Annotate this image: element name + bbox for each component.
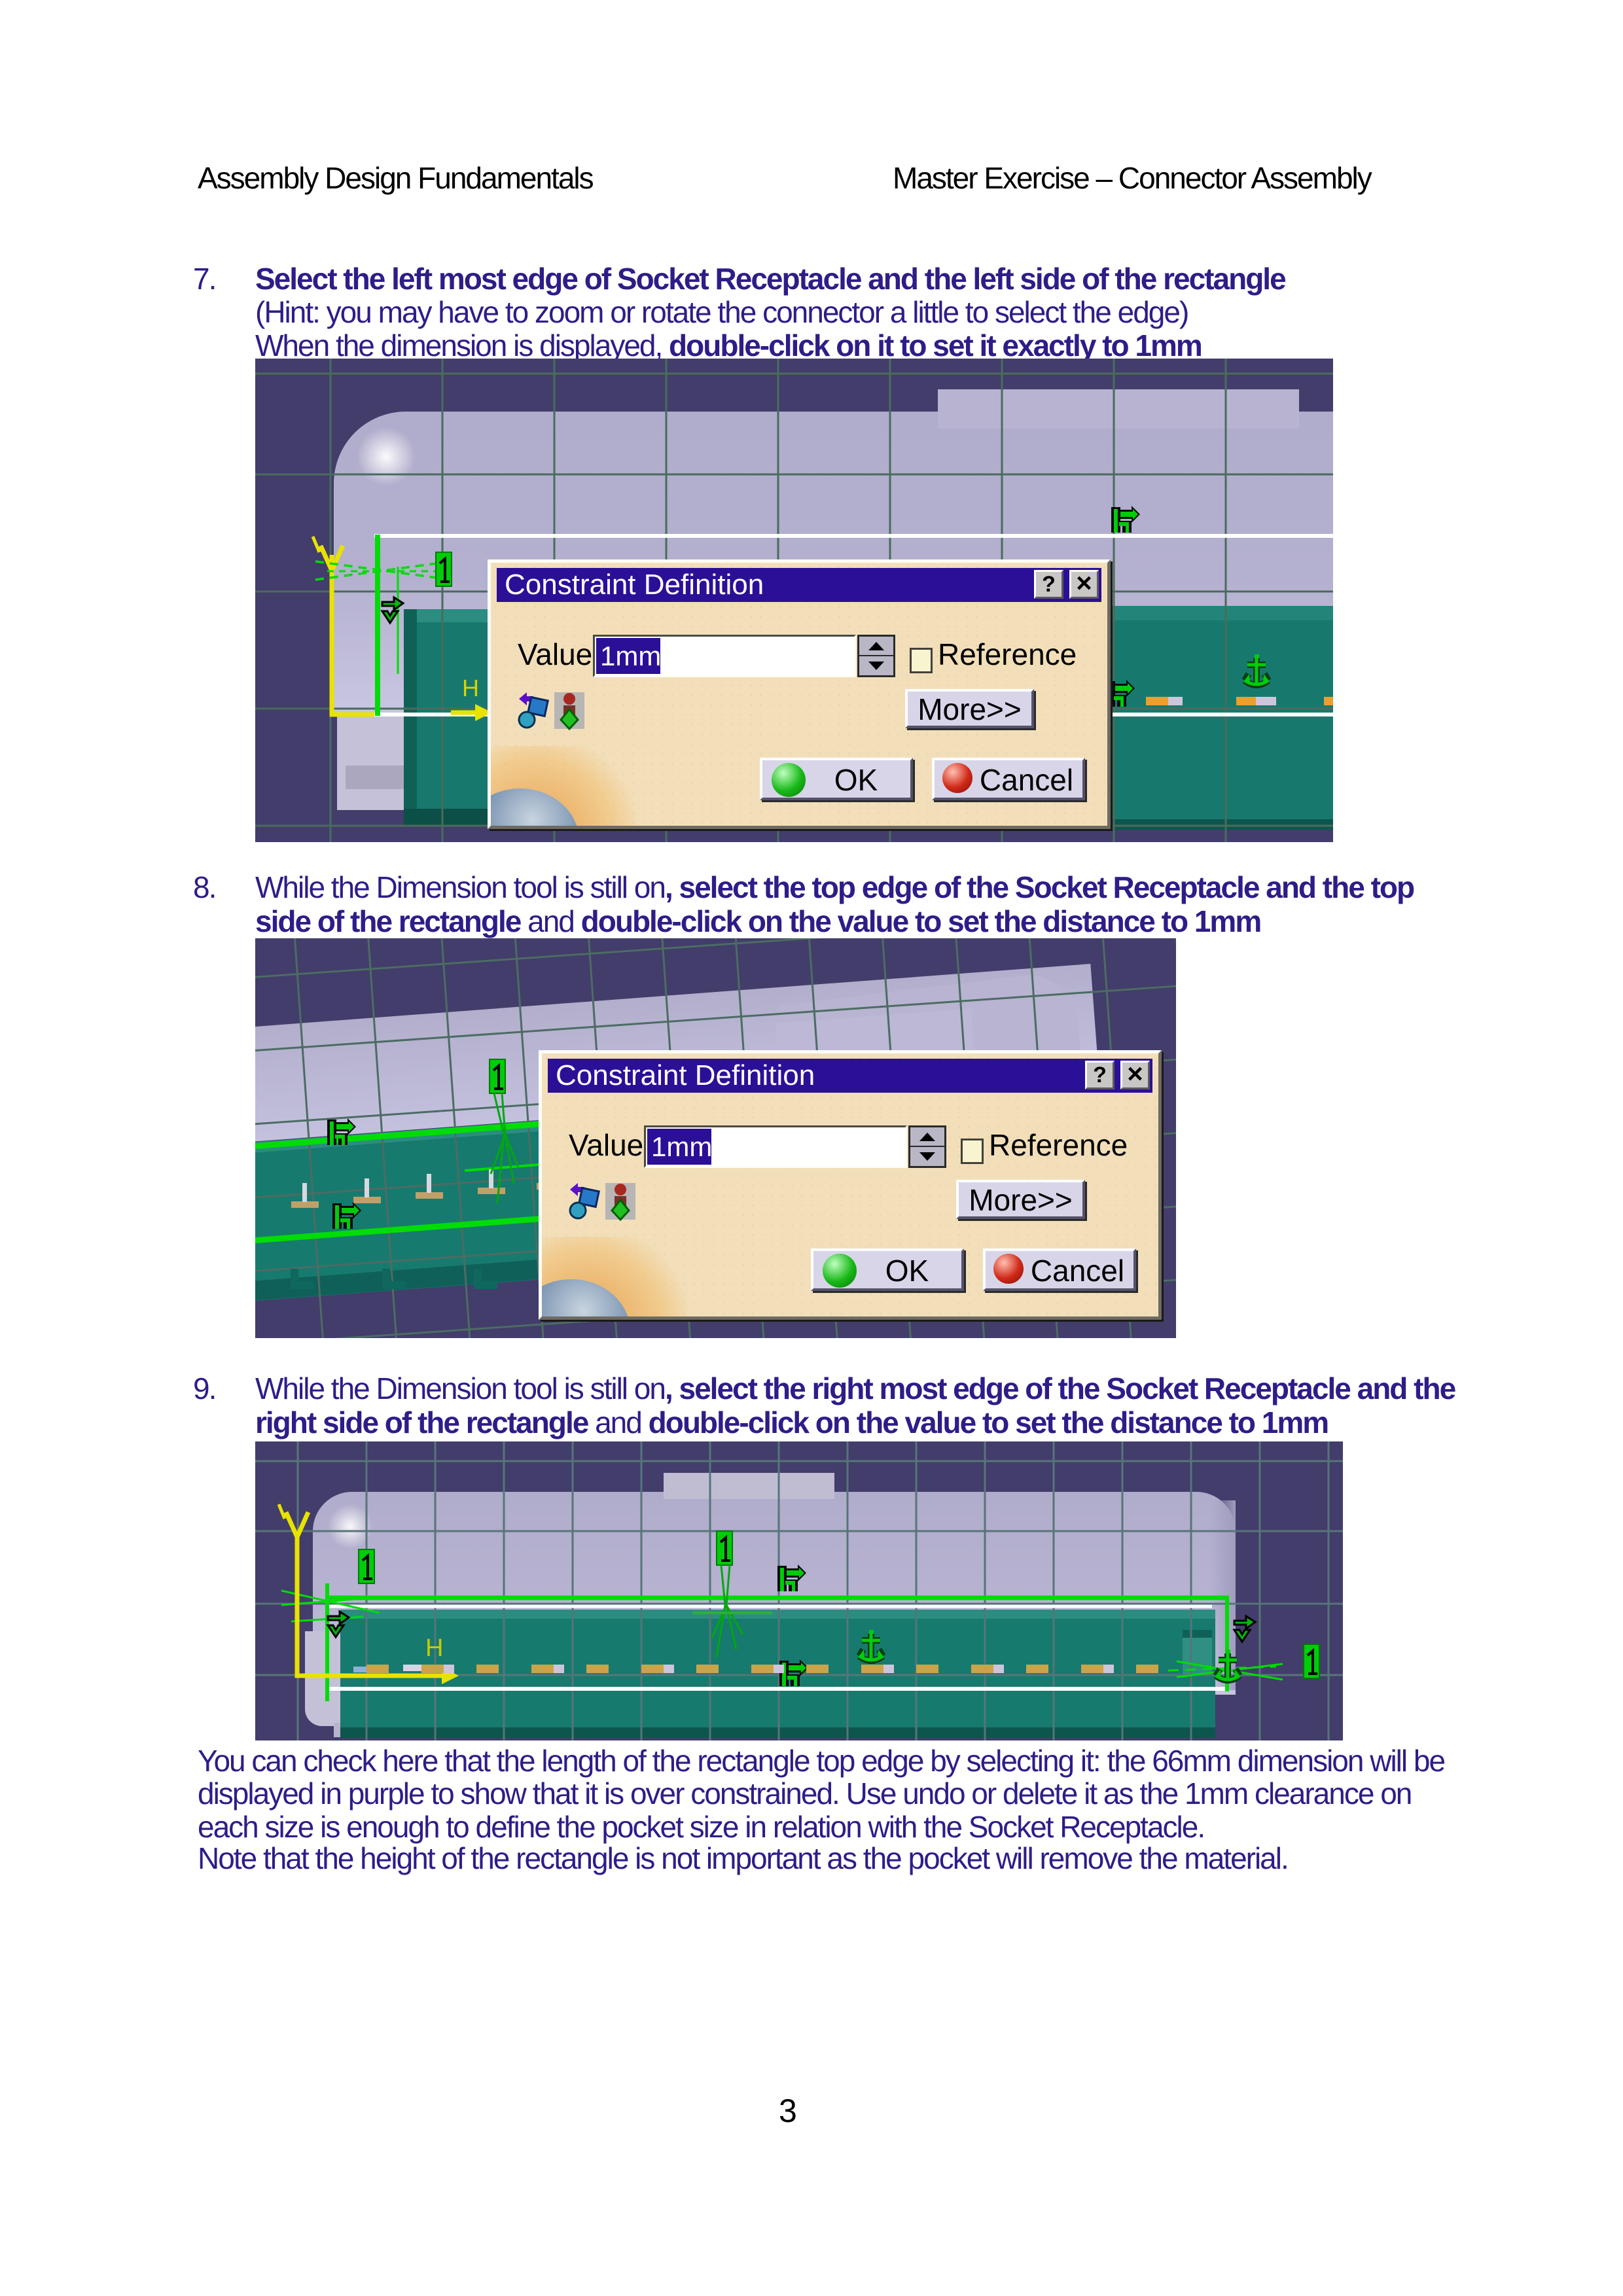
svg-text:H: H bbox=[425, 1634, 443, 1662]
svg-text:H: H bbox=[462, 675, 479, 701]
